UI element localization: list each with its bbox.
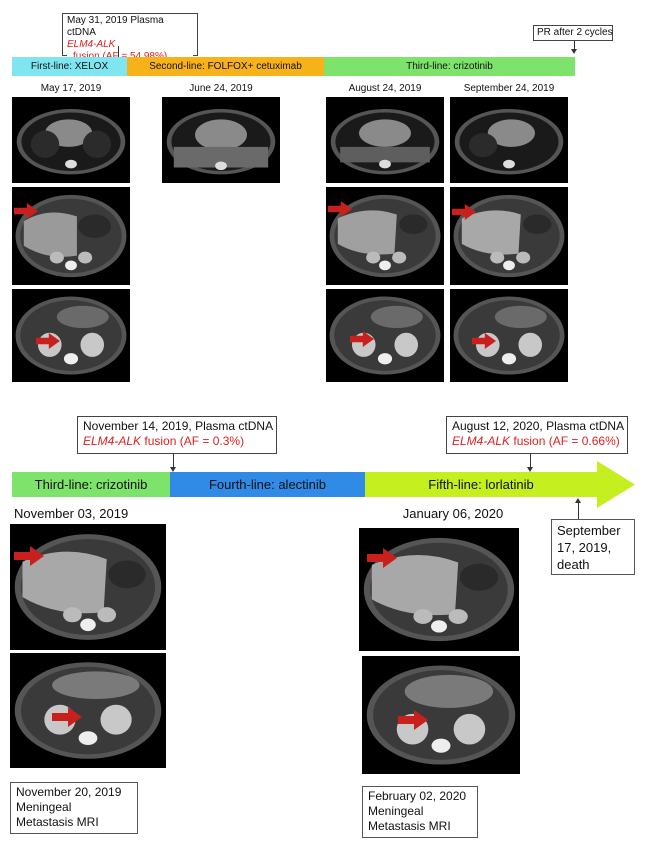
third-line-label: Third-line: crizotinib [406, 61, 493, 72]
ct-scan-kidney [362, 656, 520, 774]
callout-arrow-tip [527, 467, 533, 472]
red-arrow-icon [52, 707, 82, 727]
timeline-third-line: Third-line: crizotinib [12, 472, 170, 497]
red-arrow-icon [36, 333, 60, 349]
death-arrow-tip [575, 498, 581, 503]
ct-scan-liver [450, 187, 568, 285]
third-line-label: Third-line: crizotinib [34, 477, 148, 492]
red-arrow-icon [472, 333, 496, 349]
second-line-label: Second-line: FOLFOX+ cetuximab [149, 61, 302, 72]
callout-connector [530, 454, 531, 467]
red-arrow-icon [367, 548, 397, 568]
callout-gene: ELM4-ALK [452, 434, 511, 448]
ct-scan-kidney [450, 289, 568, 382]
mri-note-nov-2019: November 20, 2019 Meningeal Metastasis M… [10, 782, 138, 834]
date-november-03-2019: November 03, 2019 [14, 506, 129, 521]
mri-line-2: Meningeal [368, 804, 424, 818]
ct-scan-chest [450, 97, 568, 183]
callout-fusion-line: ELM4-ALK fusion (AF = 0.3%) [83, 434, 271, 449]
pr-note: PR after 2 cycles [533, 25, 613, 41]
ct-scan-chest [12, 97, 130, 183]
timeline-arrow-head-icon [597, 461, 635, 508]
red-arrow-icon [14, 203, 38, 219]
date-january-06-2020: January 06, 2020 [402, 506, 504, 521]
timeline-second-line: Second-line: FOLFOX+ cetuximab [127, 57, 324, 76]
callout-arrow-tip [170, 467, 176, 472]
timeline-third-line: Third-line: crizotinib [324, 57, 575, 76]
ctdna-callout-nov-2019: November 14, 2019, Plasma ctDNA ELM4-ALK… [77, 416, 277, 454]
fourth-line-label: Fourth-line: alectinib [208, 477, 327, 492]
ct-scan-chest [162, 97, 280, 183]
timeline-fourth-line: Fourth-line: alectinib [170, 472, 365, 497]
mri-line-3: Metastasis MRI [16, 815, 99, 829]
pr-note-text: PR after 2 cycles [537, 27, 613, 38]
date-september-24-2019: September 24, 2019 [463, 83, 555, 94]
callout-fusion: fusion (AF = 0.3%) [141, 434, 245, 448]
pr-connector [574, 41, 575, 49]
callout-fusion: fusion (AF = 0.66%) [510, 434, 620, 448]
ctdna-callout-aug-2020: August 12, 2020, Plasma ctDNA ELM4-ALK f… [446, 416, 628, 454]
ctdna-callout-may-2019: May 31, 2019 Plasma ctDNA ELM4-ALK fusio… [62, 13, 198, 63]
timeline-fifth-line: Fifth-line: lorlatinib [365, 472, 597, 497]
callout-date-line: May 31, 2019 Plasma ctDNA [67, 15, 164, 38]
red-arrow-icon [398, 710, 428, 730]
ct-scan-kidney [10, 653, 166, 768]
red-arrow-icon [452, 204, 476, 220]
callout-gene: ELM4-ALK [67, 39, 116, 50]
ct-scan-liver [10, 524, 166, 650]
callout-fusion-line: ELM4-ALK fusion (AF = 0.66%) [452, 434, 622, 449]
pr-arrow-tip [571, 49, 577, 54]
date-august-24-2019: August 24, 2019 [348, 83, 422, 94]
callout-connector [118, 46, 119, 58]
mri-note-feb-2020: February 02, 2020 Meningeal Metastasis M… [362, 786, 478, 838]
ct-scan-kidney [12, 289, 130, 382]
mri-line-2: Meningeal [16, 800, 72, 814]
date-june-24-2019: June 24, 2019 [189, 83, 253, 94]
ct-scan-liver [12, 187, 130, 285]
red-arrow-icon [328, 201, 352, 217]
date-may-17-2019: May 17, 2019 [40, 83, 102, 94]
callout-date-line: November 14, 2019, Plasma ctDNA [83, 419, 274, 433]
red-arrow-icon [350, 331, 374, 347]
ct-scan-liver [326, 187, 444, 285]
callout-connector [173, 454, 174, 467]
mri-line-3: Metastasis MRI [368, 819, 451, 833]
timeline-first-line: First-line: XELOX [12, 57, 127, 76]
red-arrow-icon [14, 546, 44, 566]
death-line-3: death [557, 557, 590, 572]
ct-scan-liver [359, 528, 519, 651]
death-connector [578, 503, 579, 520]
fifth-line-label: Fifth-line: lorlatinib [428, 477, 534, 492]
death-note: September 17, 2019, death [551, 519, 635, 575]
first-line-label: First-line: XELOX [30, 61, 109, 72]
callout-date-line: August 12, 2020, Plasma ctDNA [452, 419, 625, 433]
mri-date: February 02, 2020 [368, 789, 467, 803]
ct-scan-kidney [326, 289, 444, 382]
ct-scan-chest [326, 97, 444, 183]
callout-gene: ELM4-ALK [83, 434, 142, 448]
mri-date: November 20, 2019 [16, 785, 122, 799]
death-line-2: 17, 2019, [557, 540, 612, 555]
death-line-1: September [557, 523, 621, 538]
